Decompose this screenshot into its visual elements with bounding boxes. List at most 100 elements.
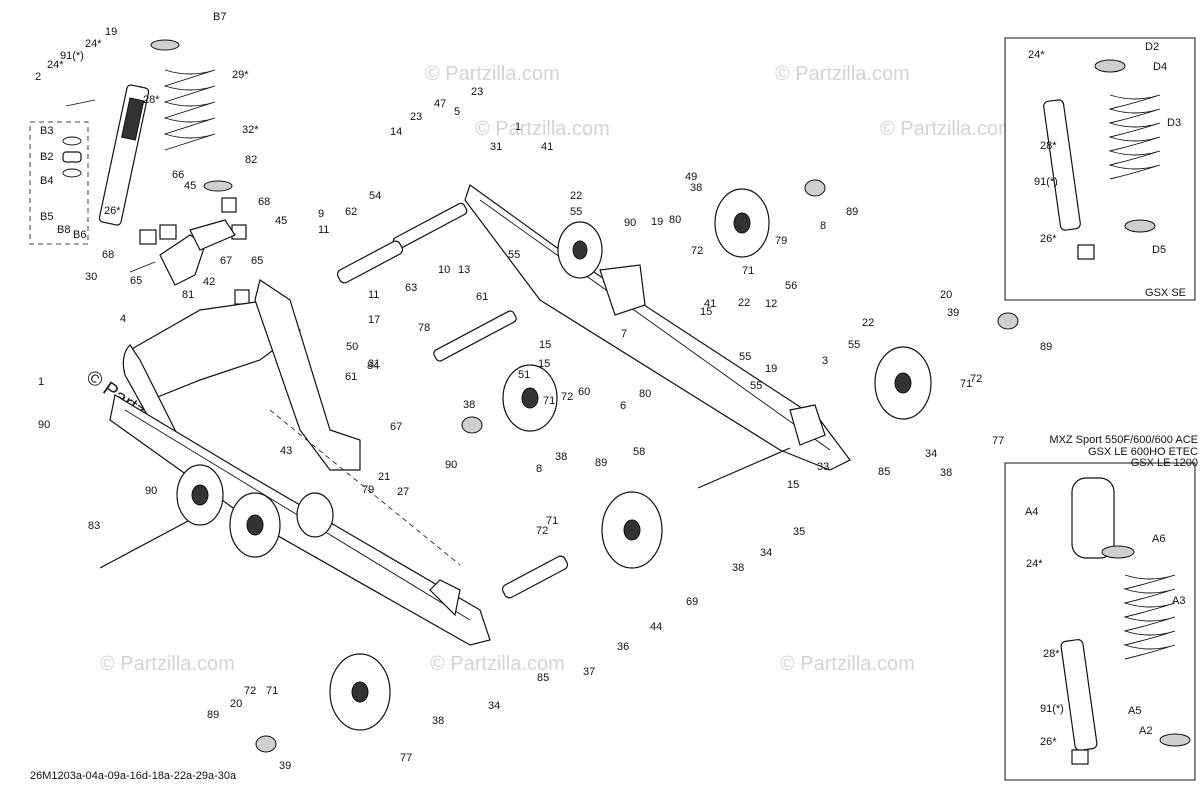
callout-label: A4 <box>1025 506 1038 518</box>
callout-label: 72 <box>244 685 256 697</box>
callout-label: 22 <box>862 317 874 329</box>
o-ring-icon <box>62 136 82 146</box>
callout-label: B6 <box>73 229 86 241</box>
callout-label: 38 <box>690 182 702 194</box>
callout-label: 32* <box>242 124 259 136</box>
callout-label: 50 <box>346 341 358 353</box>
watermark: © Partzilla.com <box>775 63 910 85</box>
callout-label: 55 <box>739 351 751 363</box>
callout-label: 31 <box>490 141 502 153</box>
bushing-icon <box>221 197 237 213</box>
callout-label: 15 <box>787 479 799 491</box>
callout-label: 71 <box>742 265 754 277</box>
callout-label: 38 <box>555 451 567 463</box>
callout-label: 5 <box>454 106 460 118</box>
callout-label: 91(*) <box>1040 703 1064 715</box>
callout-label: 30 <box>85 271 97 283</box>
rail-edge-icon <box>479 199 831 451</box>
callout-label: 28* <box>143 94 160 106</box>
rail-tip-icon <box>429 579 461 617</box>
callout-label: 2 <box>35 71 41 83</box>
callout-label: D4 <box>1153 61 1167 73</box>
coil-spring-icon <box>1123 574 1176 660</box>
cap-icon <box>804 179 826 197</box>
callout-label: 90 <box>624 217 636 229</box>
callout-label: 51 <box>518 369 530 381</box>
callout-label: 55 <box>750 380 762 392</box>
callout-label: 13 <box>458 264 470 276</box>
spring-seat-icon <box>203 180 233 192</box>
callout-label: 66 <box>172 169 184 181</box>
wheel-hub-icon <box>733 212 751 234</box>
callout-label: 71 <box>266 685 278 697</box>
callout-label: 65 <box>251 255 263 267</box>
axis-line <box>269 409 461 566</box>
callout-label: 19 <box>651 216 663 228</box>
spring-seat-icon <box>1101 545 1135 559</box>
callout-label: 8 <box>536 463 542 475</box>
callout-label: 89 <box>595 457 607 469</box>
callout-label: 60 <box>578 386 590 398</box>
callout-label: 15 <box>700 306 712 318</box>
callout-label: 56 <box>785 280 797 292</box>
callout-label: D5 <box>1152 244 1166 256</box>
callout-label: 1 <box>515 121 521 133</box>
rail-bracket-icon <box>599 264 646 316</box>
bolt-icon <box>129 261 156 273</box>
callout-label: 23 <box>410 111 422 123</box>
callout-label: B7 <box>213 11 226 23</box>
callout-label: 72 <box>561 391 573 403</box>
reservoir-icon <box>1071 477 1115 559</box>
callout-label: 90 <box>445 459 457 471</box>
callout-label: 85 <box>537 672 549 684</box>
callout-label: 35 <box>793 526 805 538</box>
shaft-icon <box>392 202 468 250</box>
callout-label: 65 <box>130 275 142 287</box>
callout-label: 89 <box>207 709 219 721</box>
seal-kit-parts <box>62 136 82 178</box>
callout-label: 8 <box>820 220 826 232</box>
callout-label: 28* <box>1040 140 1057 152</box>
callout-label: 19 <box>105 26 117 38</box>
spring-seat-icon <box>1124 219 1156 233</box>
callout-label: 31 <box>368 358 380 370</box>
callout-label: 83 <box>88 520 100 532</box>
wheel-hub-icon <box>351 681 369 703</box>
wheel-hub-icon <box>894 372 912 394</box>
callout-label: 71 <box>960 378 972 390</box>
callout-label: 41 <box>541 141 553 153</box>
callout-label: 11 <box>368 289 379 301</box>
callout-label: 67 <box>220 255 232 267</box>
shafts <box>99 202 791 599</box>
callout-label: 6 <box>620 400 626 412</box>
watermark: © Partzilla.com <box>100 653 235 675</box>
callout-label: 26* <box>104 205 121 217</box>
callout-label: 33 <box>817 461 829 473</box>
callout-label: 81 <box>182 289 194 301</box>
callout-label: 80 <box>639 388 651 400</box>
callout-label: 41 <box>704 298 716 310</box>
callout-label: 34 <box>760 547 772 559</box>
idler-wheels <box>176 179 1019 753</box>
callout-label: 17 <box>368 314 380 326</box>
wheel-hub-icon <box>246 514 264 536</box>
callout-label: B5 <box>40 211 53 223</box>
callout-label: 49 <box>685 171 697 183</box>
callout-label: 15 <box>538 358 550 370</box>
callout-label: 24* <box>85 38 102 50</box>
callout-label: 27 <box>397 486 409 498</box>
cap-icon <box>997 312 1019 330</box>
watermark: © Partzilla.com <box>475 118 610 140</box>
callout-label: 42 <box>203 276 215 288</box>
coil-spring-icon <box>163 69 216 151</box>
callout-label: 71 <box>543 395 555 407</box>
panel-title-line: GSX LE 600HO ETEC <box>1088 446 1198 458</box>
shock-body-icon <box>121 97 145 141</box>
bolt-icon <box>65 99 96 107</box>
callout-label: 45 <box>184 180 196 192</box>
callout-label: 9 <box>318 208 324 220</box>
callout-label: 80 <box>669 214 681 226</box>
rail-bracket-icon <box>789 404 826 446</box>
